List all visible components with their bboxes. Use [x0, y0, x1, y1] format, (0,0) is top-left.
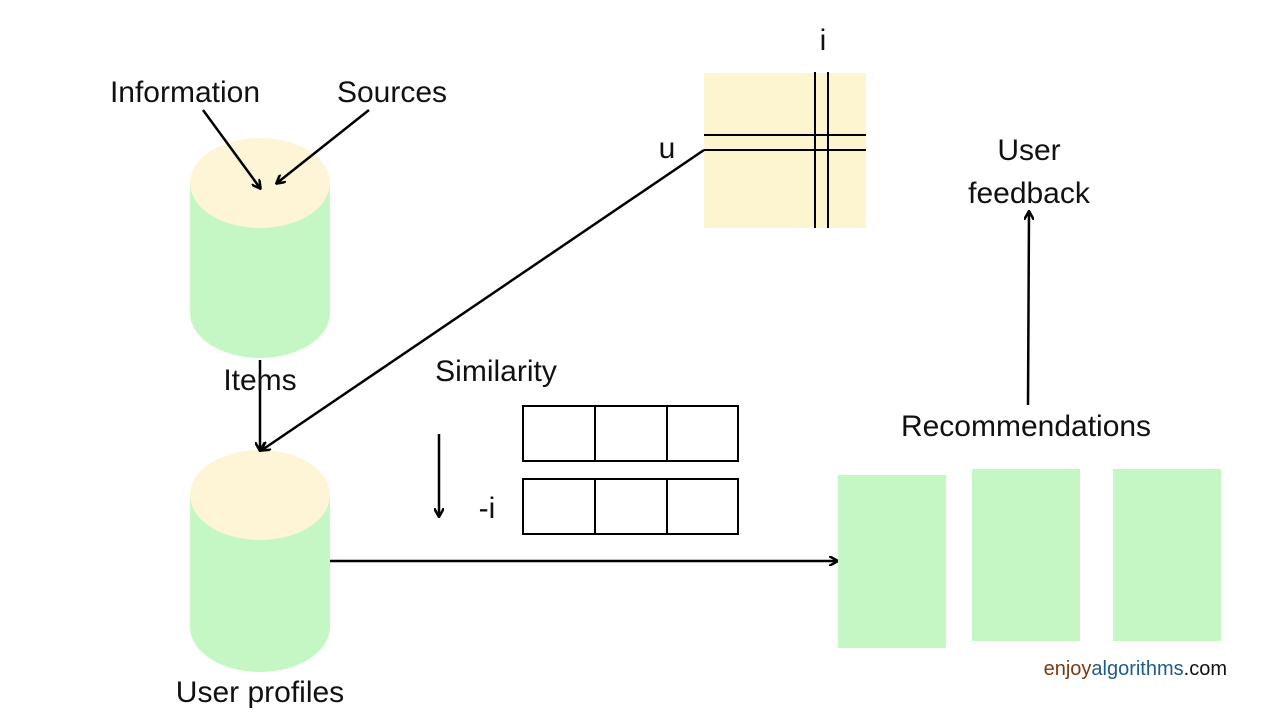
matrix-column-label: i	[820, 24, 827, 57]
vector-cell	[666, 478, 739, 535]
vector-cell	[522, 405, 596, 462]
similarity-vector-bottom	[522, 478, 739, 535]
matrix-to-profiles-arrow	[262, 148, 705, 450]
recommendation-card-1	[838, 475, 946, 648]
minus-i-label: -i	[479, 492, 496, 525]
similarity-vector-top	[522, 405, 739, 462]
user-profiles-label: User profiles	[176, 676, 344, 709]
user-profiles-cylinder-top	[190, 450, 330, 540]
vector-cell	[522, 478, 596, 535]
vector-cell	[666, 405, 739, 462]
items-label: Items	[223, 364, 296, 397]
brand-part-algorithms: algorithms	[1091, 658, 1183, 680]
recommendations-label: Recommendations	[901, 410, 1151, 443]
items-cylinder	[190, 138, 330, 358]
vector-cell	[594, 405, 668, 462]
items-cylinder-body	[190, 183, 330, 358]
sources-arrow	[277, 109, 370, 183]
brand-part-enjoy: enjoy	[1044, 658, 1092, 680]
user-item-matrix	[704, 72, 866, 228]
user-feedback-label-line1: User	[997, 134, 1060, 167]
recommendation-card-2	[972, 469, 1080, 641]
similarity-label: Similarity	[435, 355, 557, 388]
brand-part-com: .com	[1184, 658, 1227, 680]
information-label: Information	[110, 76, 260, 109]
recommendation-card-3	[1113, 469, 1221, 641]
user-feedback-label-line2: feedback	[968, 177, 1091, 210]
recommendations-to-feedback-arrow	[1028, 212, 1029, 406]
user-profiles-cylinder-body	[190, 495, 330, 672]
sources-label: Sources	[337, 76, 447, 109]
vector-cell	[594, 478, 668, 535]
user-profiles-cylinder	[190, 450, 330, 672]
information-arrow	[201, 109, 260, 188]
items-cylinder-top	[190, 138, 330, 228]
brand-watermark: enjoyalgorithms.com	[1044, 658, 1227, 680]
matrix-row-label: u	[659, 132, 676, 165]
